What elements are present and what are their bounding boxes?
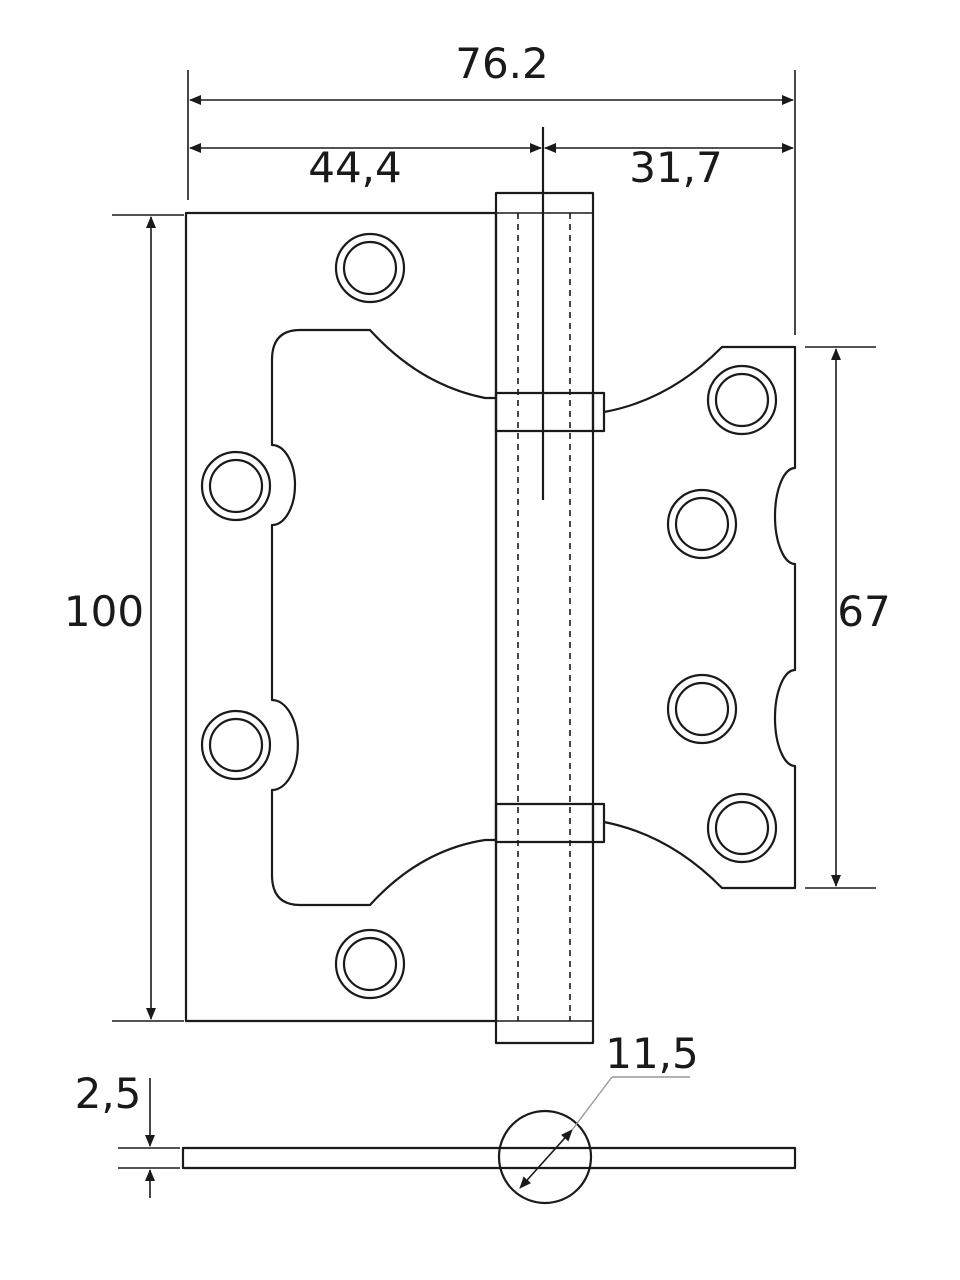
screw-hole-4 — [334, 928, 406, 1000]
dimension-height: 100 — [64, 214, 184, 1022]
overall-width-label: 76.2 — [455, 39, 549, 88]
screw-hole-5 — [706, 364, 778, 436]
left-leaf — [184, 211, 498, 1023]
dimension-right-leaf-width: 31,7 — [544, 143, 794, 192]
screw-hole-7 — [666, 673, 738, 745]
right-leaf-height-label: 67 — [837, 587, 890, 636]
dimension-left-leaf-width: 44,4 — [189, 143, 542, 192]
right-leaf — [603, 345, 797, 890]
knuckle-diameter-label: 11,5 — [605, 1029, 699, 1078]
thickness-label: 2,5 — [75, 1069, 142, 1118]
screw-hole-3 — [200, 709, 272, 781]
right-leaf-width-label: 31,7 — [629, 143, 723, 192]
dimension-overall-width: 76.2 — [187, 39, 796, 335]
screw-hole-1 — [334, 232, 406, 304]
dimension-thickness: 2,5 — [75, 1069, 180, 1198]
left-leaf-width-label: 44,4 — [308, 143, 402, 192]
dimension-right-leaf-height: 67 — [805, 346, 891, 889]
hinge-knuckle — [494, 127, 606, 1045]
left-leaf-cutout — [270, 328, 496, 907]
screw-hole-8 — [706, 792, 778, 864]
side-view: 11,5 — [181, 1029, 797, 1205]
knuckle-section — [497, 1109, 593, 1205]
screw-hole-6 — [666, 488, 738, 560]
height-label: 100 — [64, 587, 144, 636]
screw-hole-2 — [200, 450, 272, 522]
